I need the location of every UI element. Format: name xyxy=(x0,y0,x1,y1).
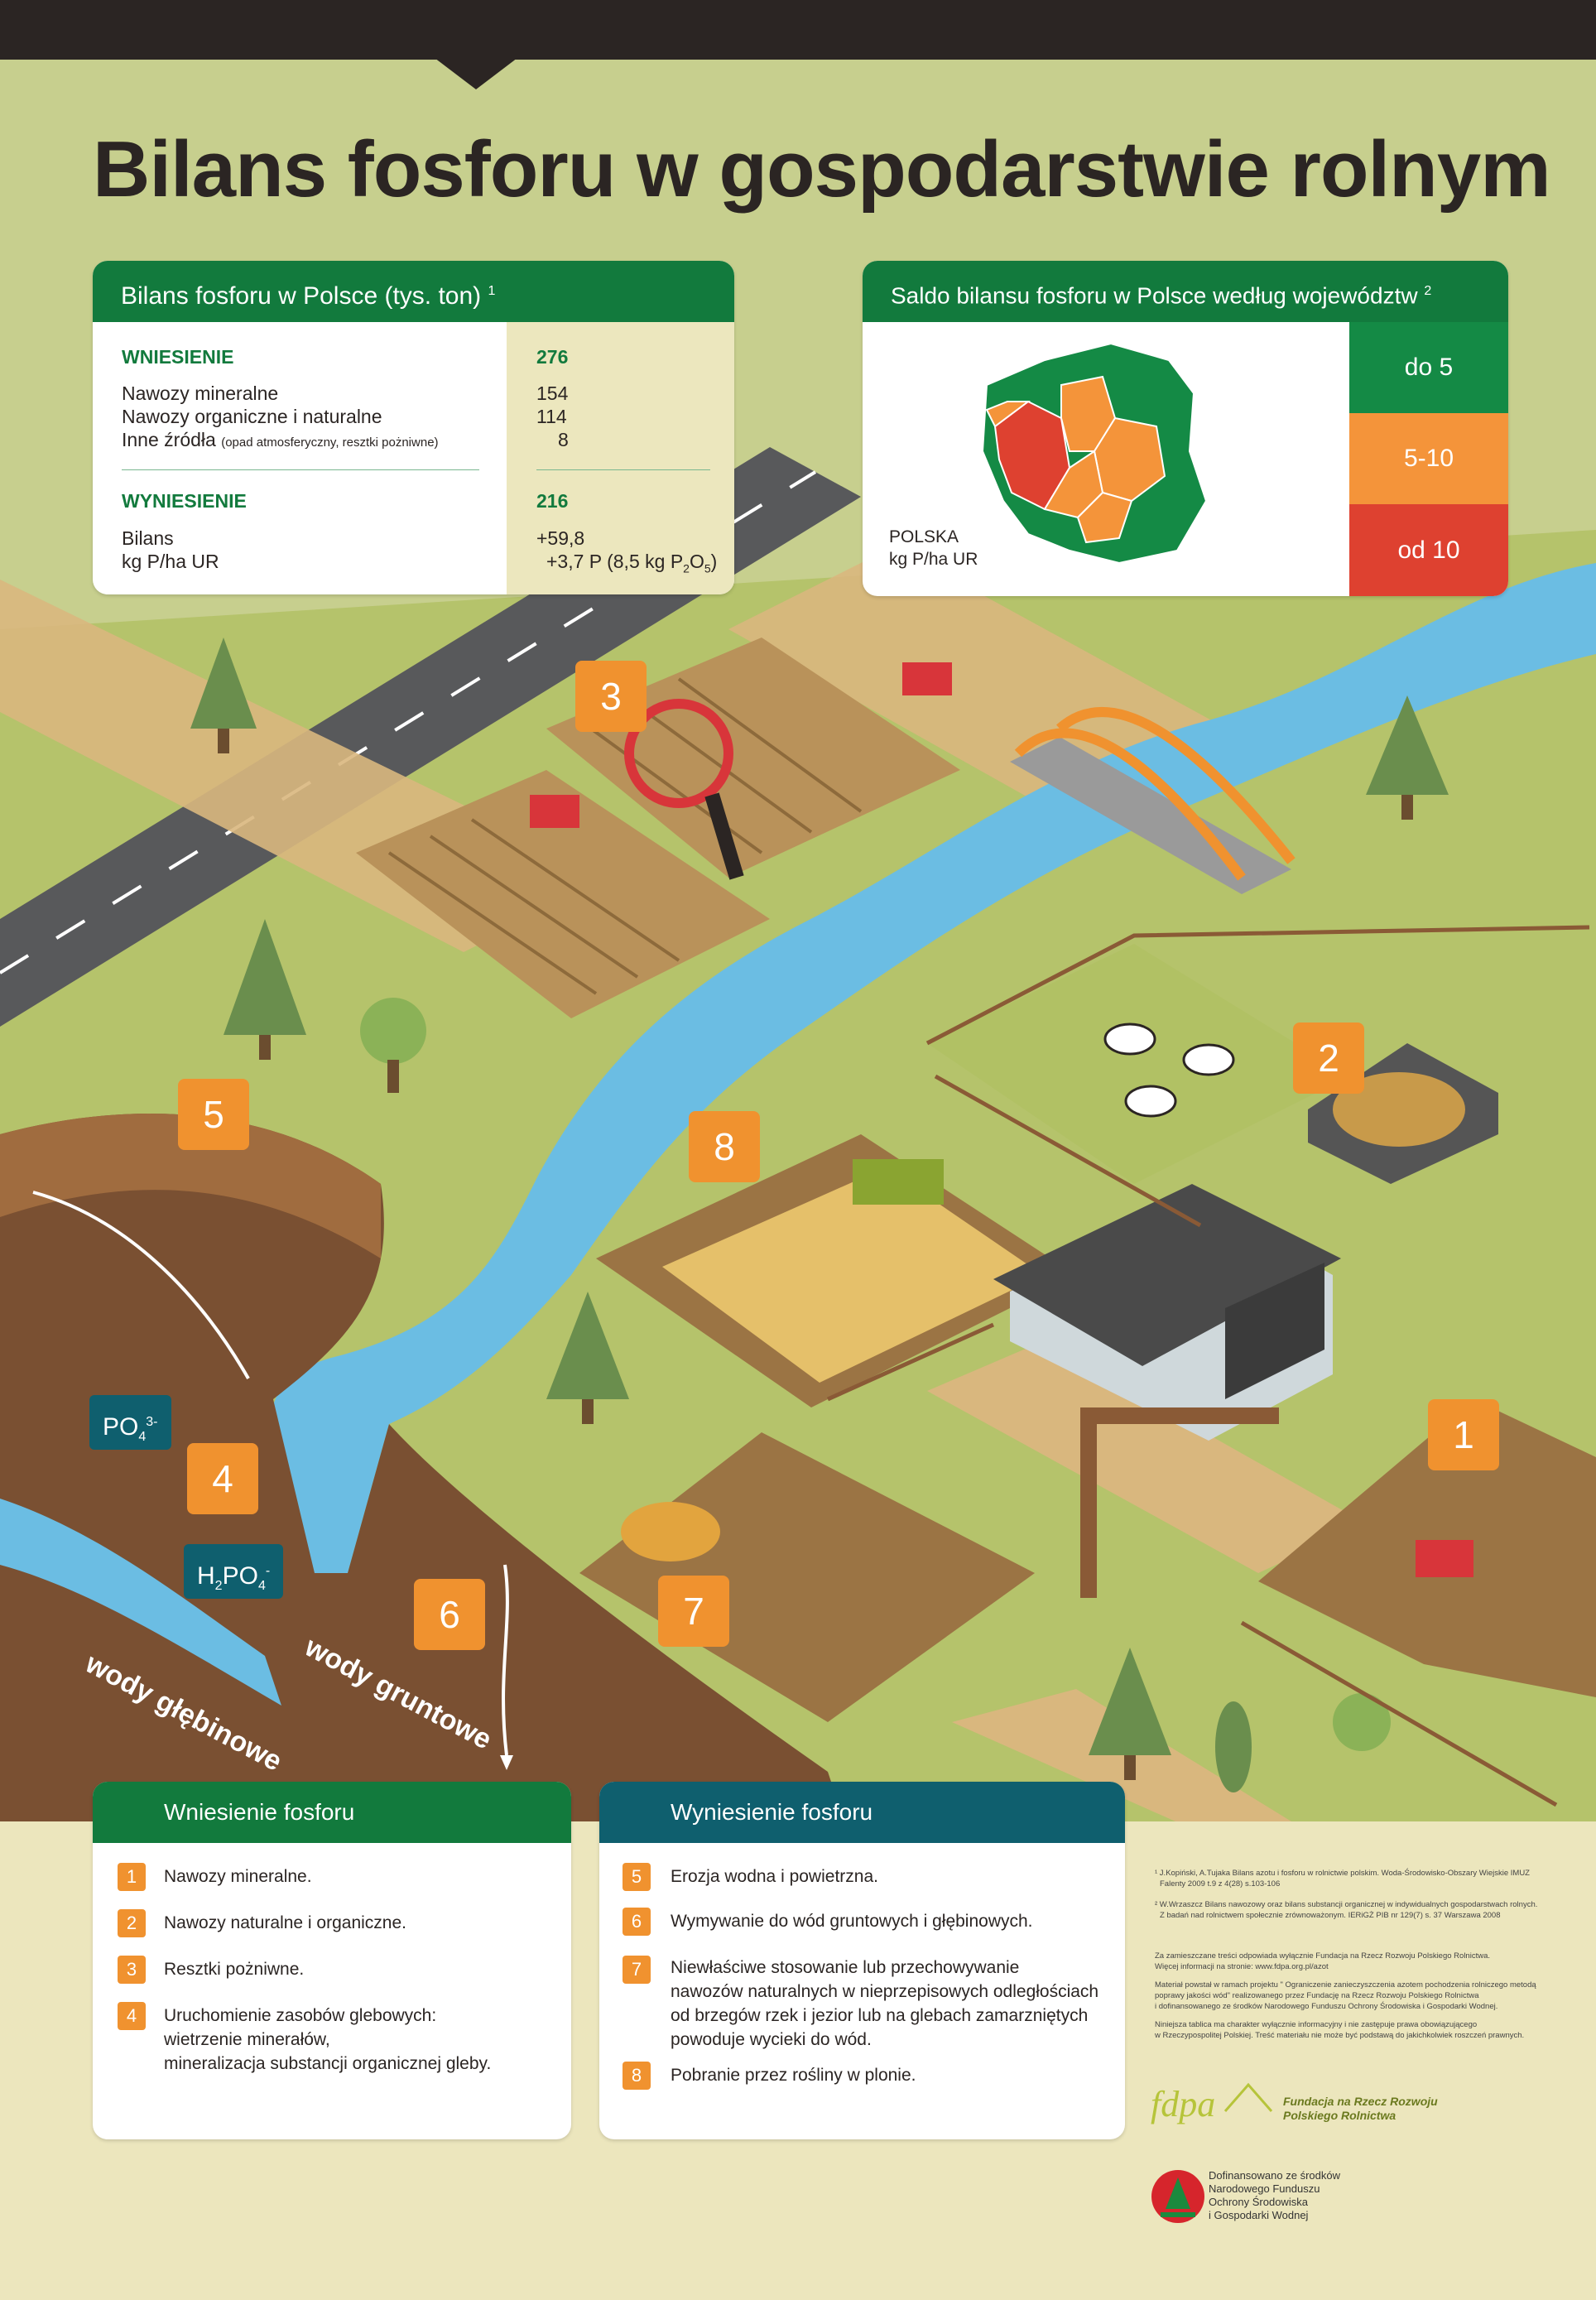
inflow-label: WNIESIENIE xyxy=(122,346,234,368)
fdpa-logo-mark: fdpa xyxy=(1151,2084,1216,2124)
scene-badge-4: 4 xyxy=(187,1443,258,1514)
outflow-label: WYNIESIENIE xyxy=(122,490,247,512)
top-notch xyxy=(435,58,517,89)
row-value: 114 xyxy=(536,406,567,427)
scene-badge-7: 7 xyxy=(658,1576,729,1647)
pasture xyxy=(927,944,1349,1184)
row-label: Inne źródła (opad atmosferyczny, resztki… xyxy=(122,429,439,450)
top-bar xyxy=(0,0,1596,60)
fdpa-logo-text: Fundacja na Rzecz Rozwoju Polskiego Roln… xyxy=(1283,2095,1438,2122)
footnote-2: ² W.Wrzaszcz Bilans nawozowy oraz bilans… xyxy=(1155,1900,1538,1920)
legend-od-10: od 10 xyxy=(1349,504,1508,596)
list-badge-8: 8 xyxy=(623,2062,651,2090)
balance-table-card: Bilans fosforu w Polsce (tys. ton) 1 WNI… xyxy=(93,261,734,594)
nfosigw-logo-text: Dofinansowano ze środków Narodowego Fund… xyxy=(1209,2169,1340,2221)
divider xyxy=(122,469,479,470)
map-card-header: Saldo bilansu fosforu w Polsce według wo… xyxy=(863,261,1508,322)
outflow-list-header: Wyniesienie fosforu xyxy=(599,1782,1125,1843)
row-label: Nawozy organiczne i naturalne xyxy=(122,406,382,427)
list-item: Erozja wodna i powietrzna. xyxy=(671,1867,878,1886)
bilans-value: +59,8 xyxy=(536,527,585,549)
legend-do-5: do 5 xyxy=(1349,322,1508,413)
inflow-total: 276 xyxy=(536,346,569,368)
outflow-list-card: Wyniesienie fosforu 5 Erozja wodna i pow… xyxy=(599,1782,1125,2139)
list-badge-2: 2 xyxy=(118,1909,146,1937)
unit-value: +3,7 P (8,5 kg P2O5) xyxy=(546,551,718,575)
list-badge-7: 7 xyxy=(623,1956,651,1984)
list-badge-6: 6 xyxy=(623,1908,651,1936)
legend-5-10: 5-10 xyxy=(1349,413,1508,504)
field-crop xyxy=(546,638,960,878)
fdpa-logo: fdpa xyxy=(1151,2078,1273,2136)
list-item: Nawozy naturalne i organiczne. xyxy=(164,1913,406,1932)
disclaimer-notes: Za zamieszczane treści odpowiada wyłączn… xyxy=(1155,1951,1536,2040)
dihydrogen-phosphate-label: H2PO4- xyxy=(184,1544,284,1599)
row-value: 8 xyxy=(558,429,569,450)
scene-badge-2: 2 xyxy=(1293,1022,1364,1094)
scene-badge-3: 3 xyxy=(575,661,647,732)
map-unit-label: kg P/ha UR xyxy=(889,550,978,569)
map-card: Saldo bilansu fosforu w Polsce według wo… xyxy=(863,261,1508,596)
cow-icons xyxy=(1103,1022,1235,1118)
balance-table-header: Bilans fosforu w Polsce (tys. ton) 1 xyxy=(93,261,734,322)
fences xyxy=(826,925,1590,1807)
map-country-label: POLSKA xyxy=(889,527,959,546)
bilans-label: Bilans xyxy=(122,527,174,549)
list-item: Uruchomienie zasobów glebowych: wietrzen… xyxy=(164,2006,492,2073)
list-item: Pobranie przez rośliny w plonie. xyxy=(671,2066,916,2085)
poland-map xyxy=(981,342,1208,565)
combine-icon xyxy=(853,1159,944,1205)
list-item: Resztki pożniwne. xyxy=(164,1960,305,1979)
list-item: Wymywanie do wód gruntowych i głębinowyc… xyxy=(671,1912,1033,1931)
phosphate-label: PO43- xyxy=(89,1395,171,1450)
magnifier-icon xyxy=(624,699,733,808)
page-title: Bilans fosforu w gospodarstwie rolnym xyxy=(93,125,1551,214)
scene-badge-8: 8 xyxy=(689,1111,760,1182)
scene-badge-5: 5 xyxy=(178,1079,249,1150)
list-badge-1: 1 xyxy=(118,1863,146,1891)
list-badge-4: 4 xyxy=(118,2002,146,2030)
tractor-icon xyxy=(530,795,579,828)
footnote-1: ¹ J.Kopiński, A.Tujaka Bilans azotu i fo… xyxy=(1155,1869,1530,1889)
values-column-bg xyxy=(507,322,734,594)
barn xyxy=(993,1184,1341,1441)
row-value: 154 xyxy=(536,383,569,404)
list-badge-5: 5 xyxy=(623,1863,651,1891)
outflow-total: 216 xyxy=(536,490,569,512)
house-icon xyxy=(1223,2082,1273,2112)
nfosigw-logo-icon xyxy=(1151,2170,1204,2223)
divider xyxy=(536,469,710,470)
scene-badge-6: 6 xyxy=(414,1579,485,1650)
list-item: Niewłaściwe stosowanie lub przechowywani… xyxy=(671,1958,1099,2049)
list-badge-3: 3 xyxy=(118,1956,146,1984)
row-label: Nawozy mineralne xyxy=(122,383,279,404)
scene-badge-1: 1 xyxy=(1428,1399,1499,1470)
inflow-list-header: Wniesienie fosforu xyxy=(93,1782,571,1843)
field-bottom xyxy=(579,1432,1035,1722)
tree-icons xyxy=(190,638,1449,1792)
river xyxy=(270,563,1596,1573)
inflow-list-card: Wniesienie fosforu 1 Nawozy mineralne. 2… xyxy=(93,1782,571,2139)
list-item: Nawozy mineralne. xyxy=(164,1867,312,1886)
unit-label: kg P/ha UR xyxy=(122,551,219,572)
